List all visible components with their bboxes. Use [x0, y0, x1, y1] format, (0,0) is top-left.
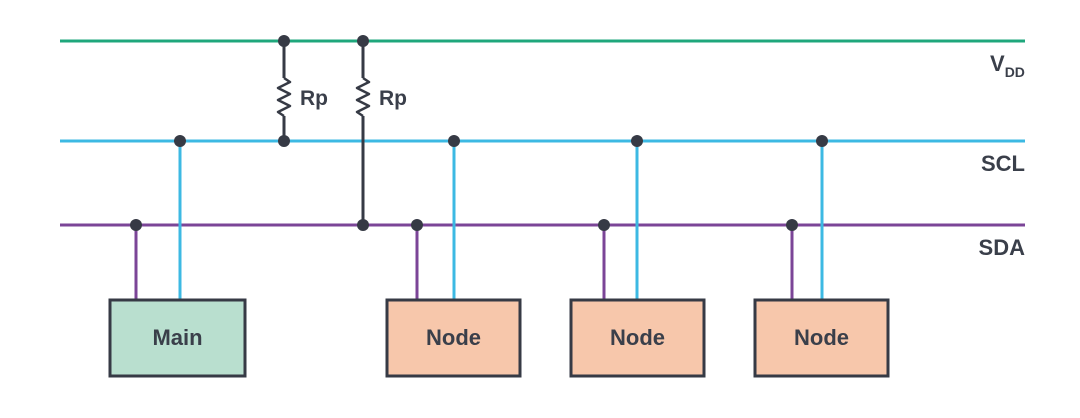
junction-dots	[130, 35, 828, 231]
junction-dot	[278, 135, 290, 147]
junction-dot	[448, 135, 460, 147]
resistor-icon	[355, 76, 371, 118]
junction-dot	[816, 135, 828, 147]
node-label: Node	[610, 325, 665, 350]
node-box	[753, 298, 890, 378]
device-connection-lines	[134, 141, 824, 300]
junction-dot	[357, 219, 369, 231]
rail-labels: VDD SCL SDA	[979, 51, 1026, 260]
node-label: Node	[426, 325, 481, 350]
resistor-label: Rp	[300, 87, 328, 110]
sda-label: SDA	[979, 235, 1026, 260]
vdd-label-main: V	[990, 51, 1005, 76]
resistor-icon	[276, 76, 292, 118]
node-device-3: Node	[753, 298, 890, 378]
junction-dot	[786, 219, 798, 231]
pull-up-resistor-scl: Rp	[276, 41, 328, 141]
pull-up-resistor-sda: Rp	[355, 41, 407, 225]
junction-dot	[174, 135, 186, 147]
pull-up-resistors: Rp Rp	[276, 41, 407, 225]
node-label: Node	[794, 325, 849, 350]
node-device-1: Node	[385, 298, 522, 378]
vdd-label: VDD	[990, 51, 1025, 80]
main-box	[108, 298, 247, 378]
junction-dot	[631, 135, 643, 147]
vdd-label-sub: DD	[1005, 64, 1025, 80]
main-device: Main	[108, 298, 247, 378]
scl-label: SCL	[981, 151, 1025, 176]
bus-devices: Main Node Node Node	[108, 298, 890, 378]
bus-rails	[60, 39, 1025, 227]
junction-dot	[130, 219, 142, 231]
junction-dot	[278, 35, 290, 47]
node-box	[569, 298, 706, 378]
junction-dot	[357, 35, 369, 47]
resistor-label: Rp	[379, 87, 407, 110]
junction-dot	[598, 219, 610, 231]
node-box	[385, 298, 522, 378]
junction-dot	[411, 219, 423, 231]
node-device-2: Node	[569, 298, 706, 378]
main-label: Main	[152, 325, 202, 350]
